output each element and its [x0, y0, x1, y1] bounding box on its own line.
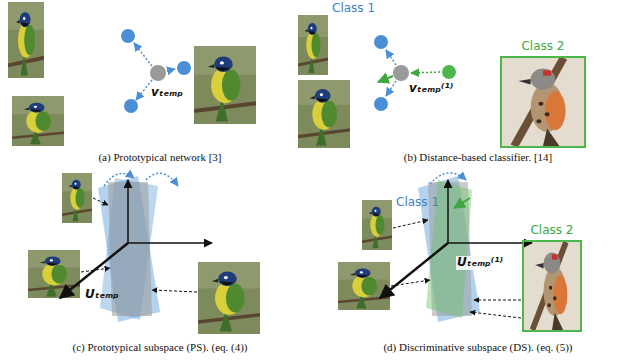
- panel-caption: (b) Distance-based classifier. [14]: [318, 151, 638, 164]
- class-label: Class 1: [396, 196, 439, 210]
- image-frame: [500, 56, 586, 148]
- vector-label: vₜₑₘₚ: [150, 86, 184, 100]
- subspace-label: Uₜₑₘₚ⁽¹⁾: [456, 256, 504, 270]
- panel-caption: (d) Discriminative subspace (DS). (eq. (…: [318, 341, 638, 354]
- class-heading: Class 2: [522, 222, 582, 238]
- panel-caption: (c) Prototypical subspace (PS). (eq. (4)…: [0, 341, 320, 354]
- panel-caption: (a) Prototypical network [3]: [0, 151, 320, 164]
- image-frame: [522, 240, 582, 332]
- vector-label: vₜₑₘₚ⁽¹⁾: [408, 82, 454, 96]
- class-label: Class 1: [332, 2, 375, 16]
- class-box: Class 2: [522, 222, 586, 332]
- class-box: Class 2: [500, 38, 590, 148]
- subspace-label: Uₜₑₘₚ: [84, 288, 120, 302]
- class-heading: Class 2: [500, 38, 586, 54]
